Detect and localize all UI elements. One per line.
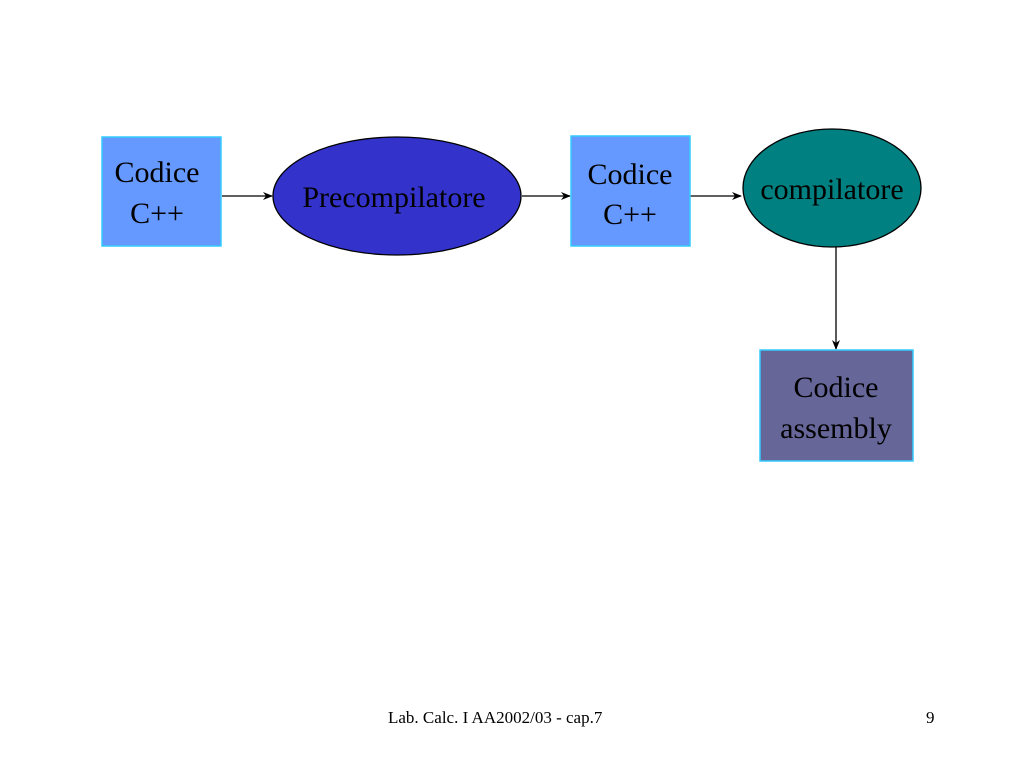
- preprocessed-code-box: [570, 135, 691, 247]
- preprocessed-code-label-line2: C++: [603, 198, 657, 231]
- footer-source-text: Lab. Calc. I AA2002/03 - cap.7: [388, 708, 603, 727]
- assembly-code-label-line2: assembly: [780, 412, 892, 445]
- precompiler-label: Precompilatore: [302, 181, 485, 214]
- precompiler-ellipse: [272, 136, 522, 256]
- assembly-code-label-line1: Codice: [794, 371, 879, 404]
- compiler-label: compilatore: [760, 173, 903, 206]
- compiler-ellipse: [742, 128, 922, 248]
- source-code-box: [101, 136, 222, 247]
- assembly-code-box: [759, 349, 914, 462]
- node-compiler: compilatore: [742, 128, 922, 248]
- page-number: 9: [926, 708, 935, 727]
- preprocessed-code-label-line1: Codice: [588, 158, 673, 191]
- source-code-label-line2: C++: [130, 197, 184, 230]
- node-source-code: Codice C++: [101, 136, 222, 247]
- source-code-label-line1: Codice: [115, 156, 200, 189]
- node-assembly-code: Codice assembly: [759, 349, 914, 462]
- node-precompiler: Precompilatore: [272, 136, 522, 256]
- node-preprocessed-code: Codice C++: [570, 135, 691, 247]
